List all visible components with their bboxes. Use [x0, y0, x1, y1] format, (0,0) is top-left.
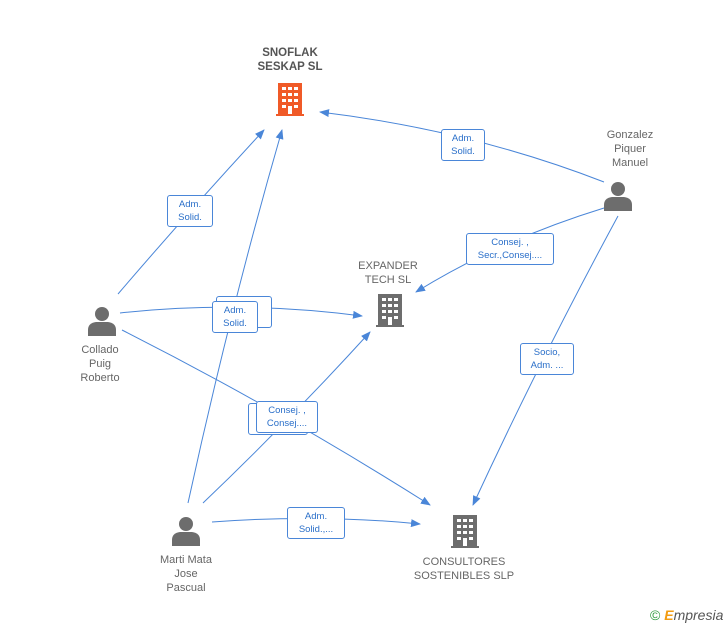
edge-label-line: Consej. ,: [268, 405, 306, 416]
edge-label-line: Consej. ,: [491, 237, 529, 248]
edges: [117, 109, 619, 528]
edge-label-line: Solid.: [223, 318, 247, 329]
node-label-line: SESKAP SL: [257, 61, 323, 73]
node-label-consultores[interactable]: CONSULTORES SOSTENIBLES SLP: [405, 555, 523, 583]
node-label-line: TECH SL: [364, 274, 412, 286]
node-label-line: SNOFLAK: [262, 47, 318, 59]
edge-label-collado-expander[interactable]: Adm. Solid.: [212, 301, 258, 333]
brand-name: mpresia: [673, 607, 724, 623]
edge-label-line: Solid.: [178, 212, 202, 223]
building-icon-expander[interactable]: [376, 294, 404, 327]
node-label-line: Piquer: [614, 143, 646, 155]
node-label-line: Jose: [174, 568, 198, 580]
node-label-marti[interactable]: Marti Mata Jose Pascual: [144, 553, 228, 595]
edge-label-line: Solid.,...: [298, 524, 334, 535]
edge-label-collado-snoflak[interactable]: Adm. Solid.: [167, 195, 213, 227]
building-icon-snoflak[interactable]: [276, 83, 304, 116]
person-icon-collado[interactable]: [88, 307, 116, 336]
edge-label-line: Socio,: [533, 347, 561, 358]
edge-label-marti-expander[interactable]: Consej. , Consej....: [256, 401, 318, 433]
edge-label-line: Consej....: [266, 418, 308, 429]
edge-label-line: Adm.: [178, 199, 202, 210]
edge-label-marti-consultores[interactable]: Adm. Solid.,...: [287, 507, 345, 539]
edge-label-gonzalez-consultores[interactable]: Socio, Adm. ...: [520, 343, 574, 375]
node-label-snoflak[interactable]: SNOFLAK SESKAP SL: [240, 46, 340, 74]
edge-label-line: Adm.: [304, 511, 328, 522]
edge-label-line: Adm.: [451, 133, 475, 144]
edge-label-line: Adm. ...: [530, 360, 564, 371]
person-icon-gonzalez[interactable]: [604, 182, 632, 211]
building-icon-consultores[interactable]: [451, 515, 479, 548]
node-label-line: EXPANDER: [358, 260, 418, 272]
edge-label-gonzalez-expander[interactable]: Consej. , Secr.,Consej....: [466, 233, 554, 265]
node-label-line: Roberto: [80, 372, 120, 384]
icons: [88, 83, 632, 548]
brand-initial: E: [664, 607, 674, 623]
empresia-logo: © Empresia: [650, 607, 723, 623]
node-label-line: SOSTENIBLES SLP: [413, 570, 515, 582]
edge-label-line: Solid.: [451, 146, 475, 157]
node-label-line: Puig: [88, 358, 112, 370]
node-label-gonzalez[interactable]: Gonzalez Piquer Manuel: [590, 128, 670, 170]
node-label-collado[interactable]: Collado Puig Roberto: [60, 343, 140, 385]
node-label-expander[interactable]: EXPANDER TECH SL: [340, 259, 436, 287]
node-label-line: Pascual: [166, 582, 206, 594]
copyright-symbol: ©: [650, 607, 661, 623]
node-label-line: Gonzalez: [606, 129, 654, 141]
node-label-line: Collado: [81, 344, 119, 356]
edge-label-line: Secr.,Consej....: [477, 250, 543, 261]
node-label-line: CONSULTORES: [422, 556, 506, 568]
edge-label-line: Adm.: [223, 305, 247, 316]
node-label-line: Manuel: [611, 157, 649, 169]
person-icon-marti[interactable]: [172, 517, 200, 546]
edge-label-gonzalez-snoflak[interactable]: Adm. Solid.: [441, 129, 485, 161]
node-label-line: Marti Mata: [160, 554, 212, 566]
